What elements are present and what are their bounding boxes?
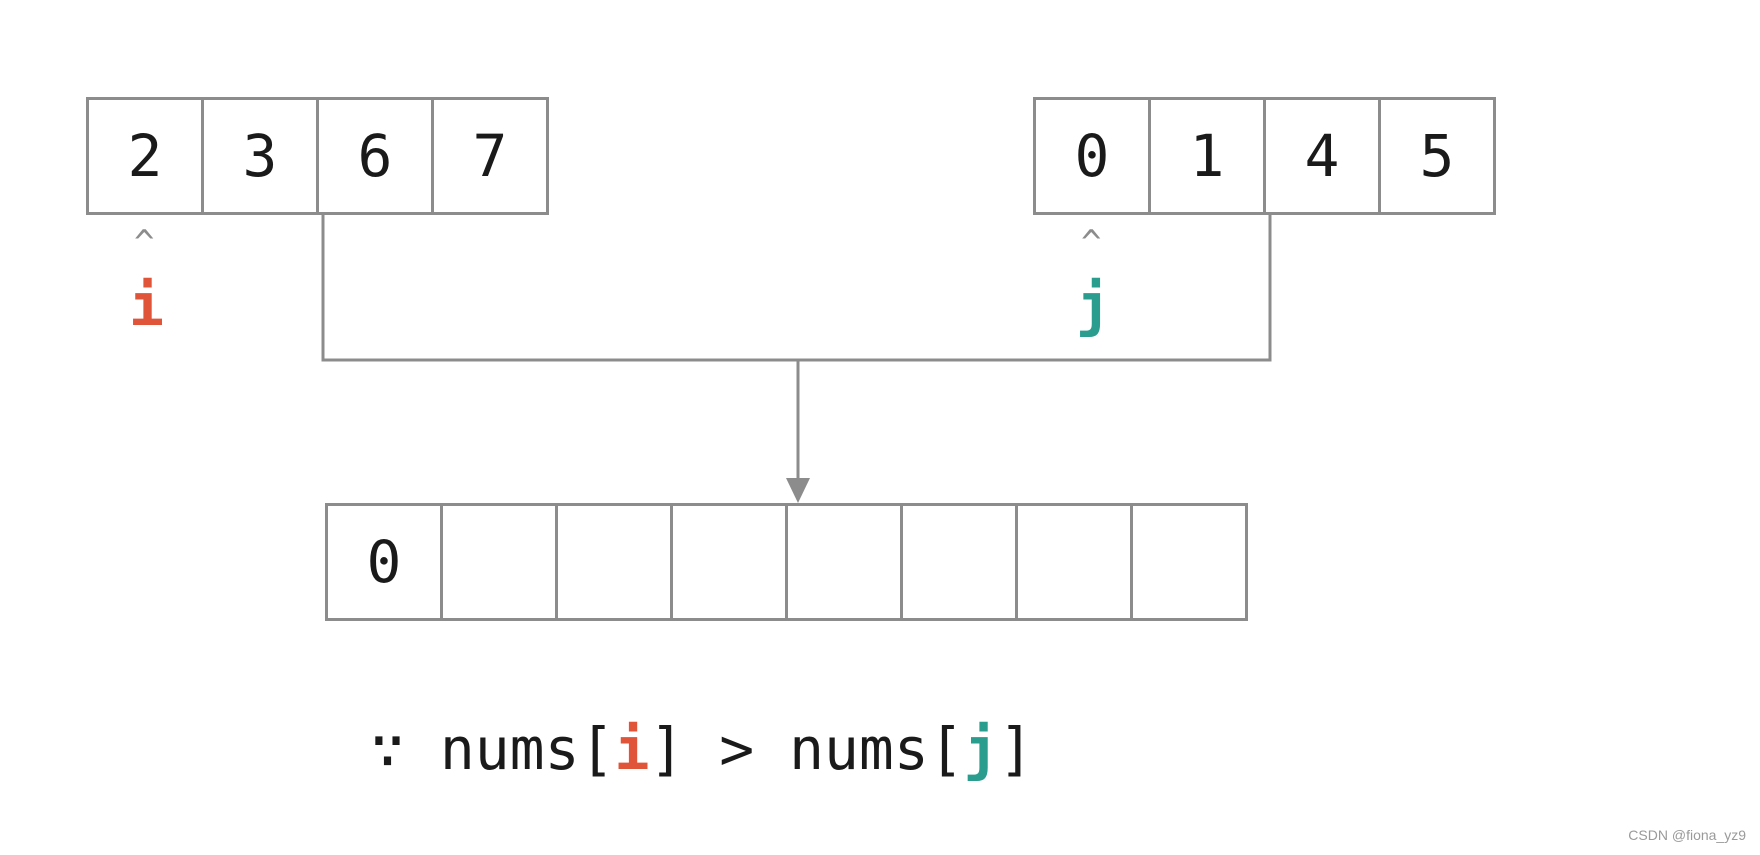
right-array: 0 1 4 5 <box>1033 97 1496 215</box>
comparison-condition: ∵ nums[i] > nums[j] <box>370 720 1034 778</box>
left-array-cell: 6 <box>316 97 434 215</box>
left-array-cell: 3 <box>201 97 319 215</box>
right-array-cell: 0 <box>1033 97 1151 215</box>
result-array: 0 <box>325 503 1248 621</box>
left-array: 2 3 6 7 <box>86 97 549 215</box>
left-array-cell: 7 <box>431 97 549 215</box>
pointer-j-label: j <box>1076 271 1111 339</box>
result-array-cell <box>440 503 558 621</box>
because-symbol: ∵ <box>370 715 440 783</box>
comparison-operator: > <box>684 715 790 783</box>
result-array-cell <box>555 503 673 621</box>
result-array-cell <box>1130 503 1248 621</box>
pointer-i-caret: ^ <box>134 223 155 263</box>
right-array-cell: 5 <box>1378 97 1496 215</box>
lhs-var-i: i <box>614 715 650 783</box>
lhs-suffix: ] <box>649 715 685 783</box>
left-array-cell: 2 <box>86 97 204 215</box>
right-branch-line <box>798 215 1272 362</box>
result-array-cell <box>785 503 903 621</box>
left-branch-line <box>321 215 798 362</box>
result-array-cell <box>900 503 1018 621</box>
rhs-suffix: ] <box>998 715 1034 783</box>
right-array-cell: 4 <box>1263 97 1381 215</box>
watermark: CSDN @fiona_yz9 <box>1628 827 1746 843</box>
pointer-i-label: i <box>129 271 164 339</box>
result-array-cell <box>670 503 788 621</box>
right-array-cell: 1 <box>1148 97 1266 215</box>
rhs-var-j: j <box>963 715 999 783</box>
result-array-cell <box>1015 503 1133 621</box>
pointer-j-caret: ^ <box>1081 223 1102 263</box>
result-array-cell: 0 <box>325 503 443 621</box>
down-arrow-head <box>786 478 810 503</box>
lhs-prefix: nums[ <box>439 715 615 783</box>
rhs-prefix: nums[ <box>789 715 964 783</box>
